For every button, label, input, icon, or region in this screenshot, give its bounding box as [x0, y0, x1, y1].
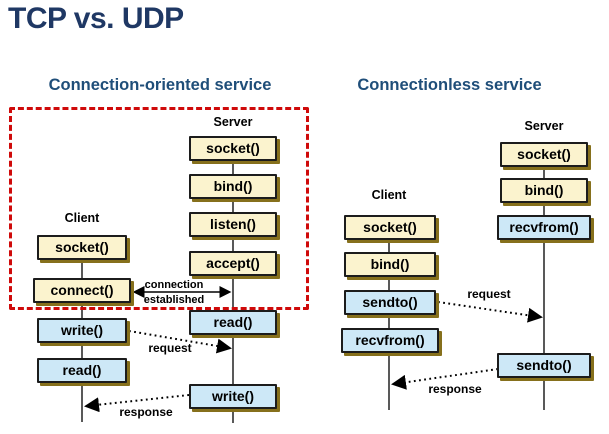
tcp-server-bind-box: bind() [189, 174, 277, 199]
page-title: TCP vs. UDP [8, 2, 184, 35]
connection-established-label-line1: connection [144, 279, 204, 291]
tcp-response-arrow [84, 394, 190, 413]
tcp-server-listen-box: listen() [189, 212, 277, 237]
udp-server-label: Server [524, 119, 564, 133]
tcp-response-label: response [119, 405, 173, 419]
udp-client-socket-box: socket() [344, 215, 436, 240]
tcp-client-connect-box: connect() [33, 278, 131, 303]
udp-client-label: Client [371, 188, 407, 202]
tcp-server-read-box: read() [189, 310, 277, 335]
udp-server-sendto-box: sendto() [497, 353, 591, 378]
udp-client-recvfrom-box: recvfrom() [341, 328, 439, 353]
tcp-server-write-box: write() [189, 384, 277, 409]
udp-client-bind-box: bind() [344, 252, 436, 277]
udp-response-label: response [428, 382, 482, 396]
udp-server-socket-box: socket() [500, 142, 588, 167]
udp-response-arrow [391, 368, 499, 390]
tcp-client-write-box: write() [37, 318, 127, 343]
udp-server-recvfrom-box: recvfrom() [497, 215, 591, 240]
udp-server-bind-box: bind() [500, 178, 588, 203]
tcp-request-label: request [148, 341, 192, 355]
connection-established-label-line2: established [143, 294, 205, 306]
udp-request-label: request [467, 287, 511, 301]
connectionless-header: Connectionless service [357, 76, 542, 94]
tcp-server-accept-box: accept() [189, 251, 277, 276]
tcp-server-socket-box: socket() [189, 136, 277, 161]
udp-client-sendto-box: sendto() [344, 290, 436, 315]
udp-request-arrow [437, 301, 543, 323]
connection-oriented-header: Connection-oriented service [48, 76, 272, 94]
tcp-client-read-box: read() [37, 358, 127, 383]
tcp-client-label: Client [64, 211, 100, 225]
tcp-server-label: Server [213, 115, 253, 129]
tcp-request-arrow [128, 330, 232, 354]
tcp-client-socket-box: socket() [37, 235, 127, 260]
